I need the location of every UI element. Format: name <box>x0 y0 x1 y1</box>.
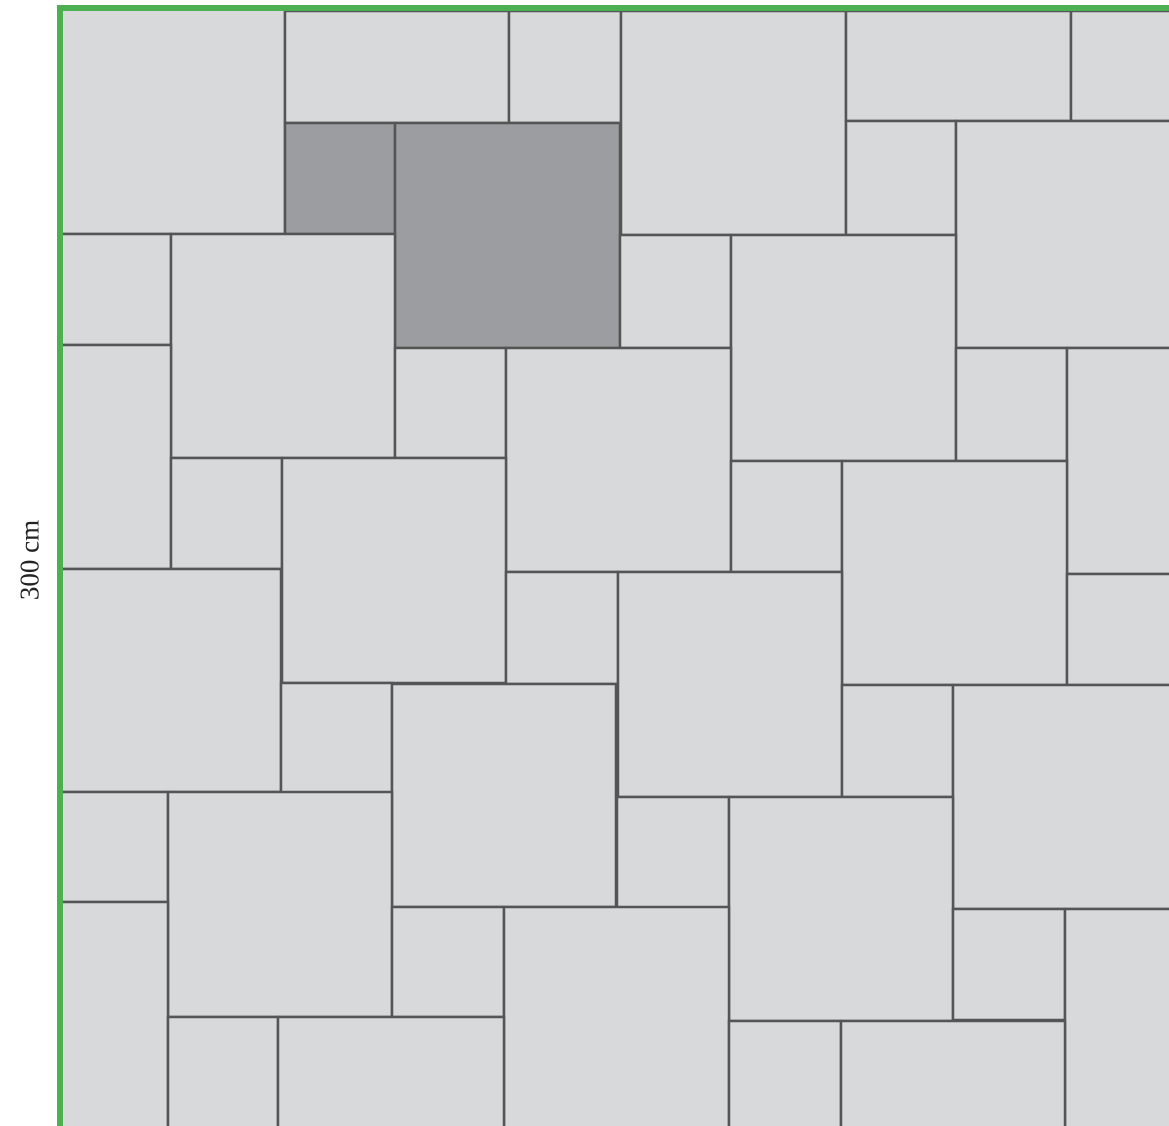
edges-group <box>57 5 1169 1126</box>
small-square-tile-19 <box>727 1019 843 1126</box>
small-square-tile-6 <box>393 346 508 460</box>
small-square-tile-1 <box>507 9 623 125</box>
small-square-tile-3 <box>844 119 958 237</box>
small-square-tile-10 <box>504 570 620 686</box>
large-square-tile-19 <box>58 900 170 1126</box>
highlighted-large-square-tile <box>393 121 622 350</box>
small-square-tile-5 <box>618 233 733 350</box>
large-square-tile-1 <box>58 6 287 236</box>
small-square-tile-4 <box>58 232 173 347</box>
tiles-group <box>58 6 1169 1126</box>
large-square-tile-8 <box>58 343 173 571</box>
large-square-tile-14 <box>616 570 844 799</box>
large-square-tile-21 <box>1063 907 1169 1126</box>
large-square-tile-10 <box>1065 346 1169 576</box>
small-square-tile-2 <box>1069 9 1169 123</box>
large-square-tile-7 <box>729 233 958 463</box>
small-square-tile-7 <box>954 346 1069 463</box>
height-dimension-label: 300 cm <box>14 519 45 601</box>
large-square-tile-2 <box>283 9 511 125</box>
small-square-tile-18 <box>166 1015 280 1126</box>
large-square-tile-9 <box>504 346 733 574</box>
small-square-tile-13 <box>840 683 955 799</box>
large-square-tile-3 <box>619 9 848 237</box>
large-square-tile-5 <box>954 119 1169 350</box>
large-square-tile-23 <box>839 1019 1067 1126</box>
small-square-tile-11 <box>1065 572 1169 687</box>
small-square-tile-14 <box>58 790 170 904</box>
small-square-tile-15 <box>615 795 731 910</box>
large-square-tile-11 <box>280 456 508 685</box>
large-square-tile-13 <box>58 567 283 794</box>
large-square-tile-6 <box>169 232 397 460</box>
small-square-tile-17 <box>951 907 1067 1022</box>
highlighted-small-square-tile <box>283 121 397 236</box>
large-square-tile-18 <box>727 795 955 1023</box>
small-square-tile-9 <box>729 459 844 574</box>
large-square-tile-17 <box>166 790 394 1019</box>
small-square-tile-16 <box>390 905 506 1019</box>
small-square-tile-12 <box>279 681 394 795</box>
large-square-tile-12 <box>840 459 1069 687</box>
large-square-tile-4 <box>844 9 1073 123</box>
large-square-tile-22 <box>276 1015 506 1126</box>
small-square-tile-8 <box>169 456 284 571</box>
large-square-tile-15 <box>390 682 618 909</box>
large-square-tile-16 <box>951 683 1169 911</box>
large-square-tile-20 <box>502 905 731 1126</box>
